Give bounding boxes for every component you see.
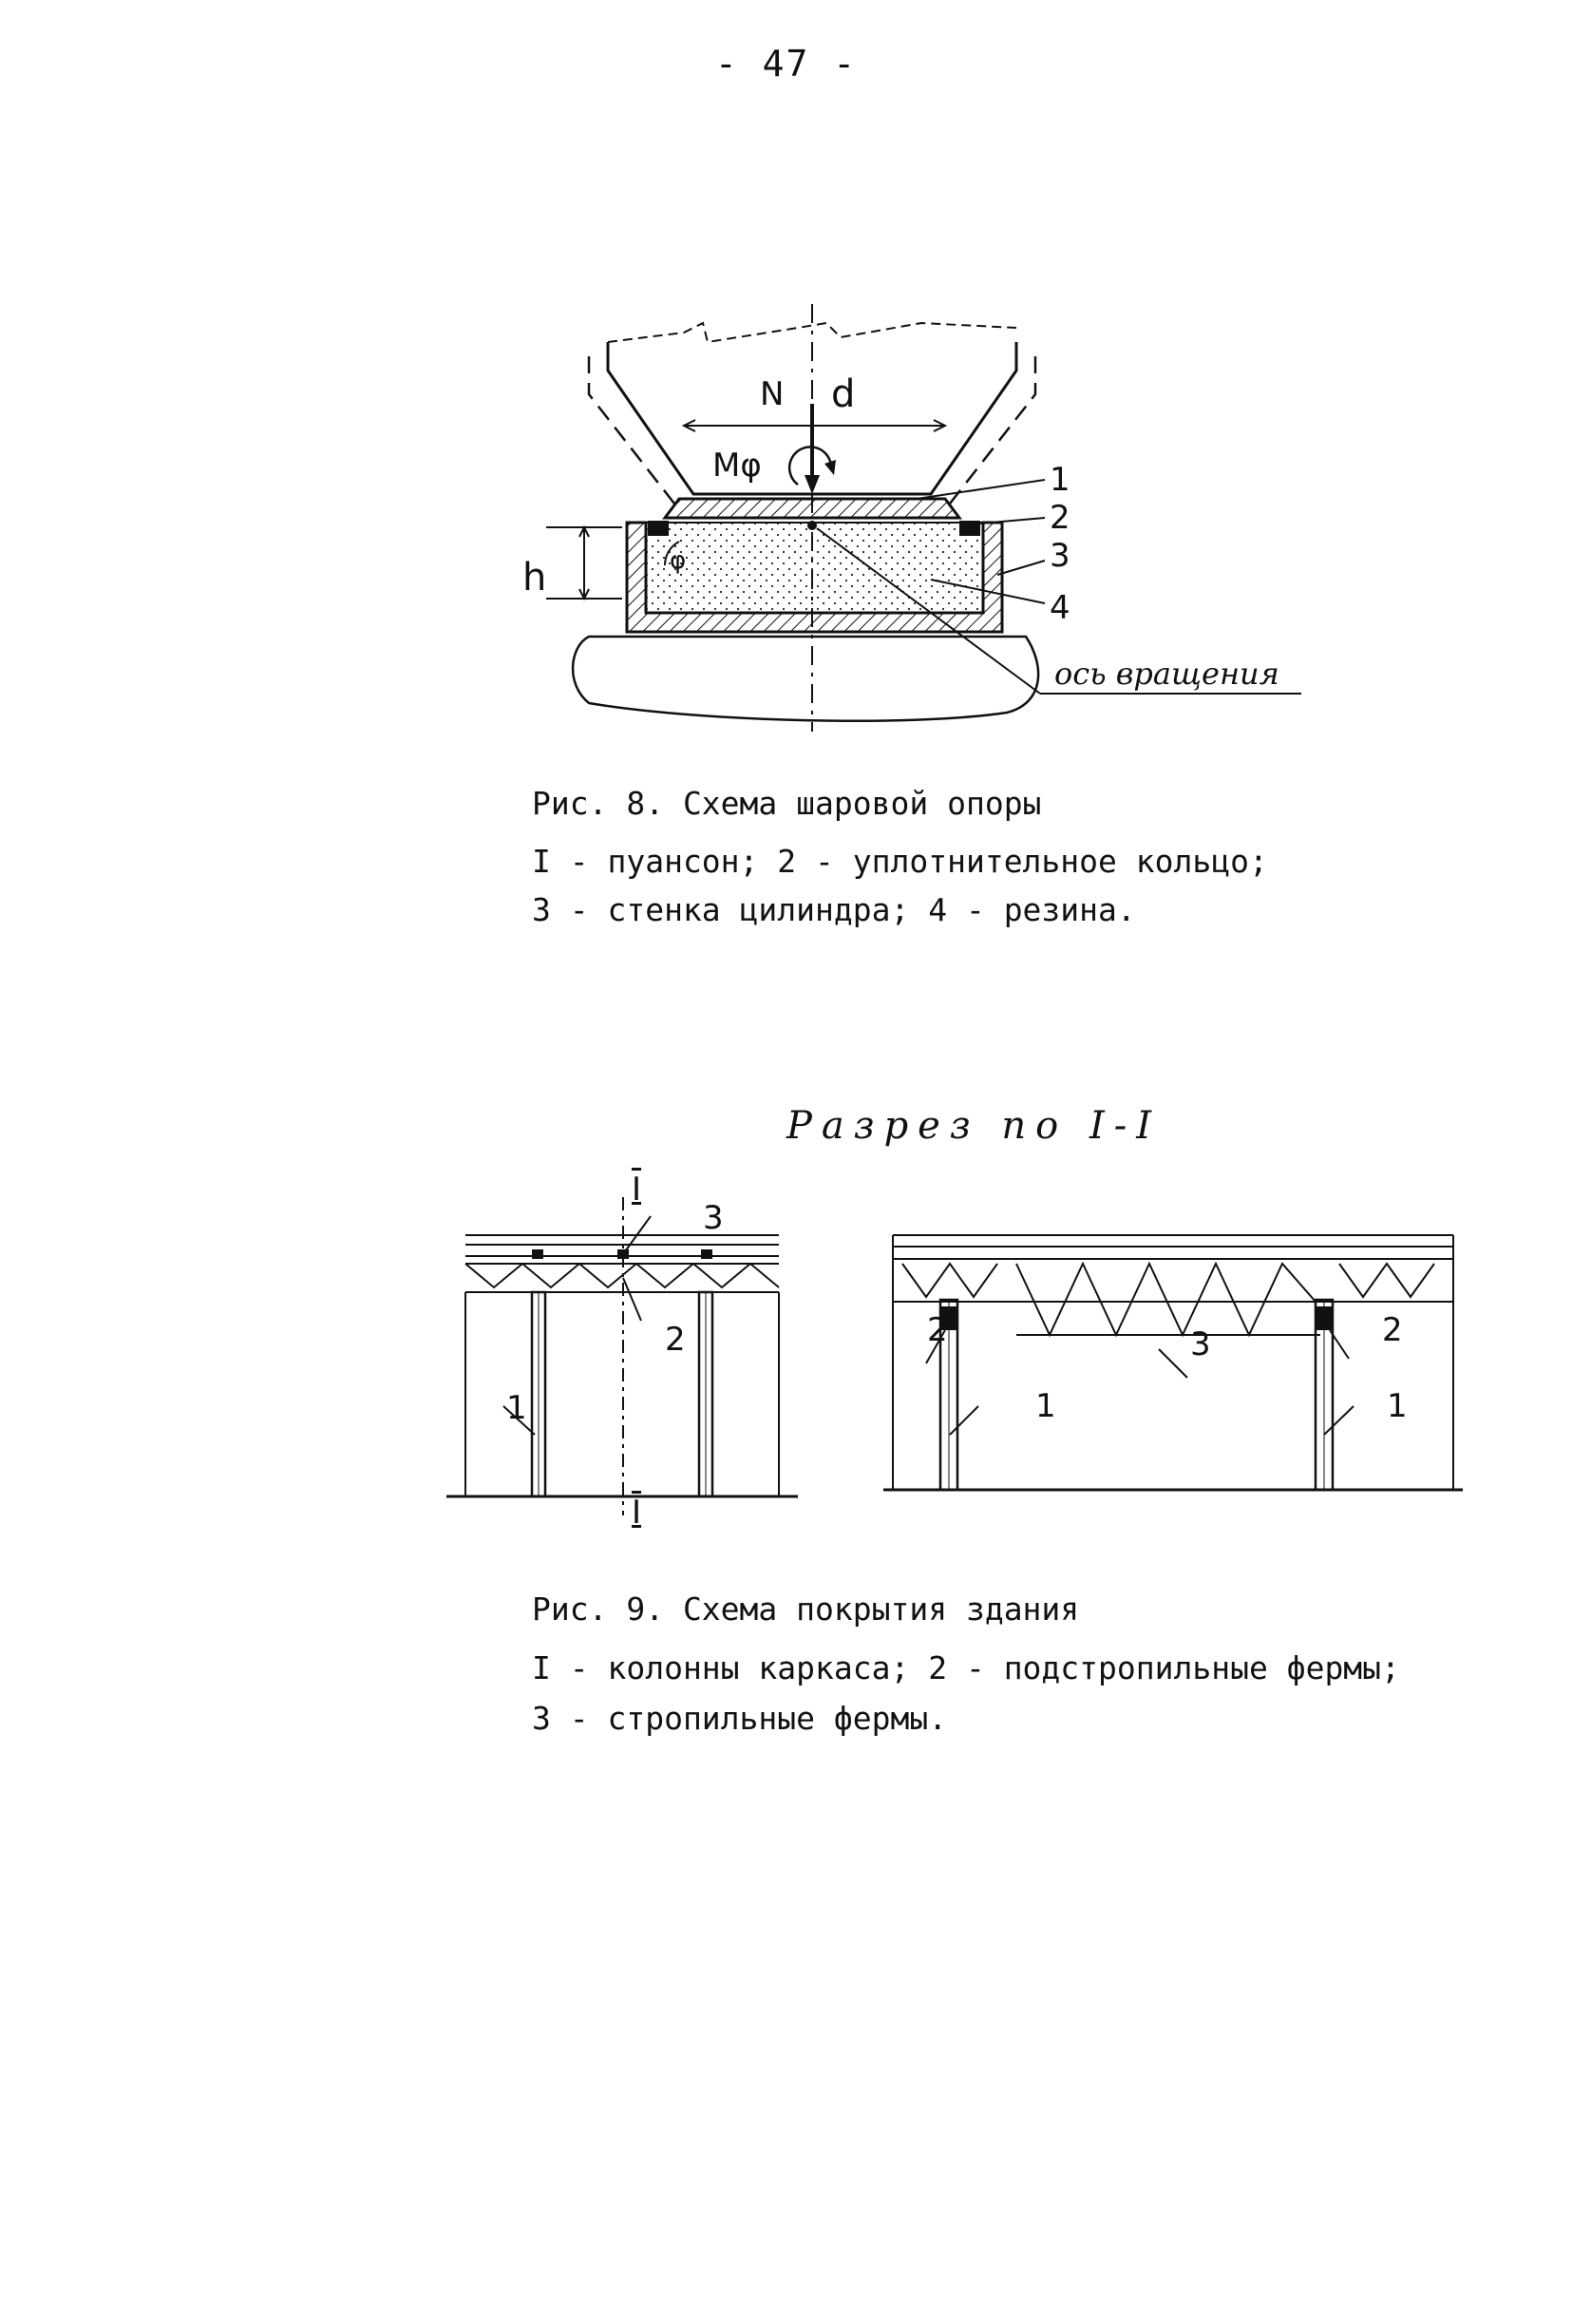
label-3: 3	[1050, 537, 1070, 575]
label-axis-of-rotation: ось вращения	[1054, 656, 1279, 692]
label-phi: φ	[670, 546, 687, 575]
label-h: h	[522, 556, 547, 600]
label-right-1b: 1	[1387, 1387, 1408, 1425]
label-1: 1	[1050, 461, 1070, 499]
label-2: 2	[1050, 499, 1070, 537]
figure-9-right-drawing	[883, 1216, 1472, 1501]
label-right-2a: 2	[927, 1311, 948, 1349]
label-section-bottom: I	[632, 1494, 642, 1532]
roof-section-right-diagram	[883, 1216, 1472, 1501]
label-N: N	[760, 375, 785, 413]
label-left-3: 3	[703, 1199, 724, 1237]
label-section-top: I	[632, 1171, 642, 1209]
figure-8-legend-line-1: I - пуансон; 2 - уплотнительное кольцо;	[532, 843, 1268, 880]
label-right-2b: 2	[1382, 1311, 1403, 1349]
figure-9-caption-title: Рис. 9. Схема покрытия здания	[532, 1591, 1080, 1628]
roof-section-left-diagram	[446, 1169, 817, 1530]
label-d: d	[831, 372, 856, 416]
figure-9-left-drawing	[446, 1169, 817, 1530]
figure-8-drawing	[513, 304, 1311, 732]
section-title: Разрез по I-I	[786, 1104, 1162, 1148]
figure-9-legend-line-2: 3 - стропильные фермы.	[532, 1700, 948, 1737]
figure-8-legend-line-2: 3 - стенка цилиндра; 4 - резина.	[532, 891, 1136, 928]
figure-8-caption-title: Рис. 8. Схема шаровой опоры	[532, 785, 1042, 822]
label-left-1: 1	[506, 1389, 527, 1427]
page-number: - 47 -	[714, 43, 858, 85]
figure-9-legend-line-1: I - колонны каркаса; 2 - подстропильные …	[532, 1649, 1400, 1686]
label-4: 4	[1050, 589, 1070, 627]
ball-support-diagram	[513, 304, 1311, 732]
label-right-1a: 1	[1035, 1387, 1056, 1425]
label-right-3: 3	[1190, 1325, 1211, 1363]
label-M: Mφ	[712, 447, 762, 485]
label-left-2: 2	[665, 1321, 686, 1359]
